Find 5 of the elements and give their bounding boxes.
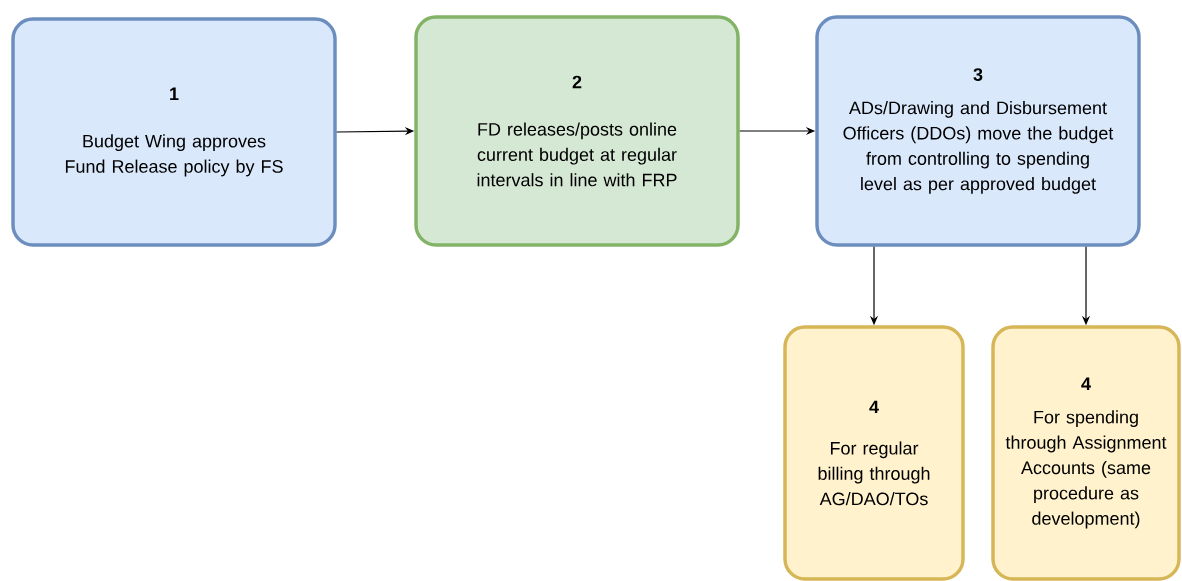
process-box: 1 Budget Wing approves Fund Release policy by FS xyxy=(11,17,337,247)
process-box: 4 For regular billing through AG/DAO/TOs xyxy=(783,325,965,581)
process-box: 4 For spending through Assignment Accounts (same procedure as development) xyxy=(991,325,1181,581)
process-box: 2 FD releases/posts online current budget at regular intervals in line with FRP xyxy=(414,15,740,247)
process-box: 3 ADs/Drawing and Disbursement Officers (DDOs) move the budget from controlling to spending level as per approved budget xyxy=(815,15,1141,247)
